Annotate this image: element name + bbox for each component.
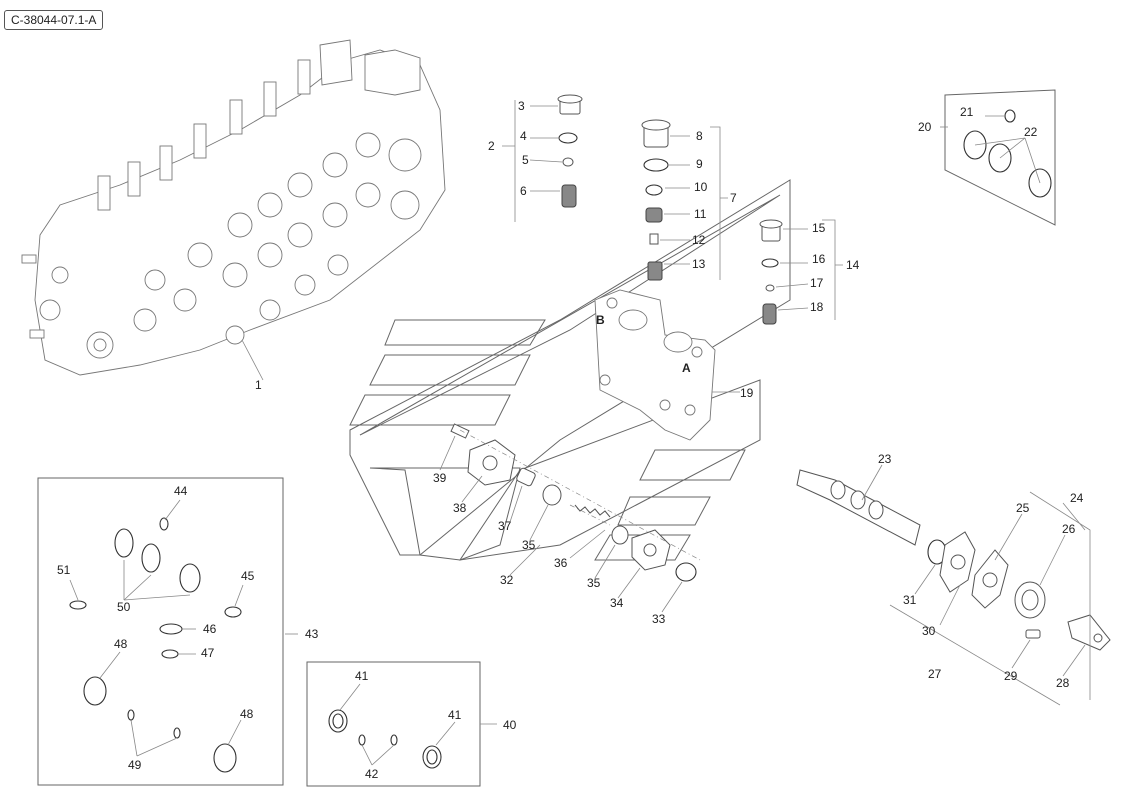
callout-29: 29 — [1004, 669, 1018, 683]
callout-35-a: 35 — [522, 538, 536, 552]
seal-kit-43 — [37, 477, 284, 786]
callout-39: 39 — [433, 471, 447, 485]
callout-37: 37 — [498, 519, 512, 533]
callout-35-b: 35 — [587, 576, 601, 590]
callout-44: 44 — [174, 484, 188, 498]
callout-48-b: 48 — [240, 707, 254, 721]
callout-12: 12 — [692, 233, 706, 247]
callout-43: 43 — [305, 627, 319, 641]
callout-31: 31 — [903, 593, 917, 607]
control-valve-assembly — [21, 39, 446, 376]
callout-32: 32 — [500, 573, 514, 587]
callout-14: 14 — [846, 258, 860, 272]
callout-36: 36 — [554, 556, 568, 570]
callout-23: 23 — [878, 452, 892, 466]
callout-7: 7 — [730, 191, 737, 205]
callout-30: 30 — [922, 624, 936, 638]
callout-47: 47 — [201, 646, 215, 660]
callout-42: 42 — [365, 767, 379, 781]
callout-6: 6 — [520, 184, 527, 198]
callout-51: 51 — [57, 563, 71, 577]
callout-49: 49 — [128, 758, 142, 772]
callout-22: 22 — [1024, 125, 1038, 139]
callout-40: 40 — [503, 718, 517, 732]
callout-41-a: 41 — [355, 669, 369, 683]
callout-50: 50 — [117, 600, 131, 614]
section-block: B A — [594, 289, 716, 441]
callout-1: 1 — [255, 378, 262, 392]
callout-33: 33 — [652, 612, 666, 626]
callout-28: 28 — [1056, 676, 1070, 690]
callout-10: 10 — [694, 180, 708, 194]
section-letter-b: B — [596, 313, 605, 327]
callout-46: 46 — [203, 622, 217, 636]
callout-11: 11 — [694, 207, 707, 221]
callout-8: 8 — [696, 129, 703, 143]
callout-16: 16 — [812, 252, 826, 266]
spool-cap-parts — [450, 423, 701, 582]
callout-27: 27 — [928, 667, 942, 681]
seal-kit-40 — [306, 661, 481, 787]
callout-26: 26 — [1062, 522, 1076, 536]
spool-and-cap-parts-right — [796, 469, 1111, 706]
callout-labels: 1 2 3 4 5 6 7 8 9 10 11 12 13 14 15 16 1… — [57, 99, 1084, 781]
callout-34: 34 — [610, 596, 624, 610]
callout-9: 9 — [696, 157, 703, 171]
section-letter-a: A — [682, 361, 691, 375]
relief-valve-parts — [557, 94, 783, 325]
callout-21: 21 — [960, 105, 974, 119]
callout-41-b: 41 — [448, 708, 462, 722]
callout-13: 13 — [692, 257, 706, 271]
callout-19: 19 — [740, 386, 754, 400]
drawing-reference-code: C-38044-07.1-A — [4, 10, 104, 30]
leader-lines — [69, 100, 1086, 766]
callout-25: 25 — [1016, 501, 1030, 515]
callout-24: 24 — [1070, 491, 1084, 505]
callout-3: 3 — [518, 99, 525, 113]
callout-5: 5 — [522, 153, 529, 167]
callout-2: 2 — [488, 139, 495, 153]
callout-45: 45 — [241, 569, 255, 583]
callout-15: 15 — [812, 221, 826, 235]
callout-17: 17 — [810, 276, 824, 290]
callout-18: 18 — [810, 300, 824, 314]
callout-4: 4 — [520, 129, 527, 143]
callout-38: 38 — [453, 501, 467, 515]
callout-20: 20 — [918, 120, 932, 134]
section-frames — [349, 179, 791, 561]
callout-48-a: 48 — [114, 637, 128, 651]
